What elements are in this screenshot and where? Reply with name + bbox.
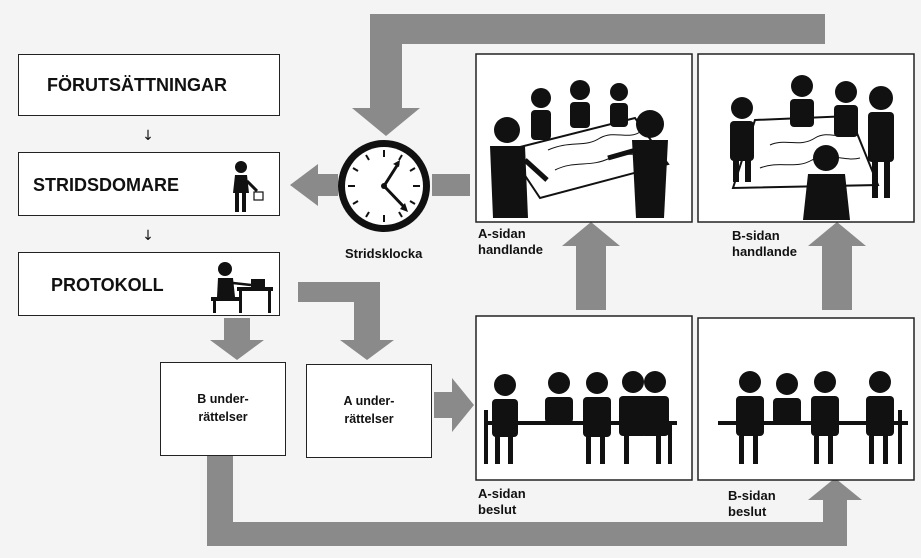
b-action-scene (730, 75, 894, 220)
arrow-protokoll-to-b (210, 318, 264, 360)
stridsklocka-icon (338, 140, 430, 232)
a-action-line2: handlande (478, 242, 544, 257)
arrow-a-report-to-decision (434, 378, 474, 432)
arrow-small-2: ↓ (142, 228, 154, 244)
b-decision-scene (718, 371, 908, 464)
arrow-clock-to-stridsdomare (290, 164, 338, 206)
a-report-line1: A under- (343, 394, 395, 408)
a-decision-line1: A-sidan (478, 486, 526, 501)
b-decision-line2: beslut (728, 504, 767, 519)
b-action-line2: handlande (732, 244, 798, 259)
b-report-line1: B under- (197, 392, 249, 406)
b-report-line2: rättelser (198, 410, 248, 424)
feedback-arrow-top (352, 14, 825, 136)
forutsattningar-label: FÖRUTSÄTTNINGAR (47, 75, 227, 95)
secretary-icon (211, 262, 273, 313)
a-decision-scene (484, 371, 677, 464)
stridsklocka-label: Stridsklocka (345, 246, 423, 261)
a-report-line2: rättelser (344, 412, 394, 426)
box-stridsdomare: STRIDSDOMARE (18, 152, 280, 216)
a-action-caption: A-sidan handlande (478, 226, 543, 258)
a-decision-caption: A-sidan beslut (478, 486, 526, 518)
a-action-scene (490, 80, 670, 218)
box-protokoll: PROTOKOLL (18, 252, 280, 316)
arrow-small-1: ↓ (142, 128, 154, 144)
protokoll-label: PROTOKOLL (51, 275, 164, 295)
box-forutsattningar: FÖRUTSÄTTNINGAR (18, 54, 280, 116)
box-a-underrattelser: A under- rättelser (306, 364, 432, 458)
a-action-line1: A-sidan (478, 226, 526, 241)
b-decision-line1: B-sidan (728, 488, 776, 503)
b-decision-caption: B-sidan beslut (728, 488, 776, 520)
referee-icon (233, 161, 264, 212)
stridsdomare-label: STRIDSDOMARE (33, 175, 180, 195)
box-b-underrattelser: B under- rättelser (160, 362, 286, 456)
b-action-caption: B-sidan handlande (732, 228, 797, 260)
arrow-a-decision-to-action (562, 222, 620, 310)
arrow-b-decision-to-action (808, 222, 866, 310)
arrow-action-to-clock (432, 174, 470, 196)
arrow-protokoll-to-a (298, 282, 394, 360)
a-decision-line2: beslut (478, 502, 517, 517)
b-action-line1: B-sidan (732, 228, 780, 243)
feedback-arrow-bottom (207, 456, 862, 546)
